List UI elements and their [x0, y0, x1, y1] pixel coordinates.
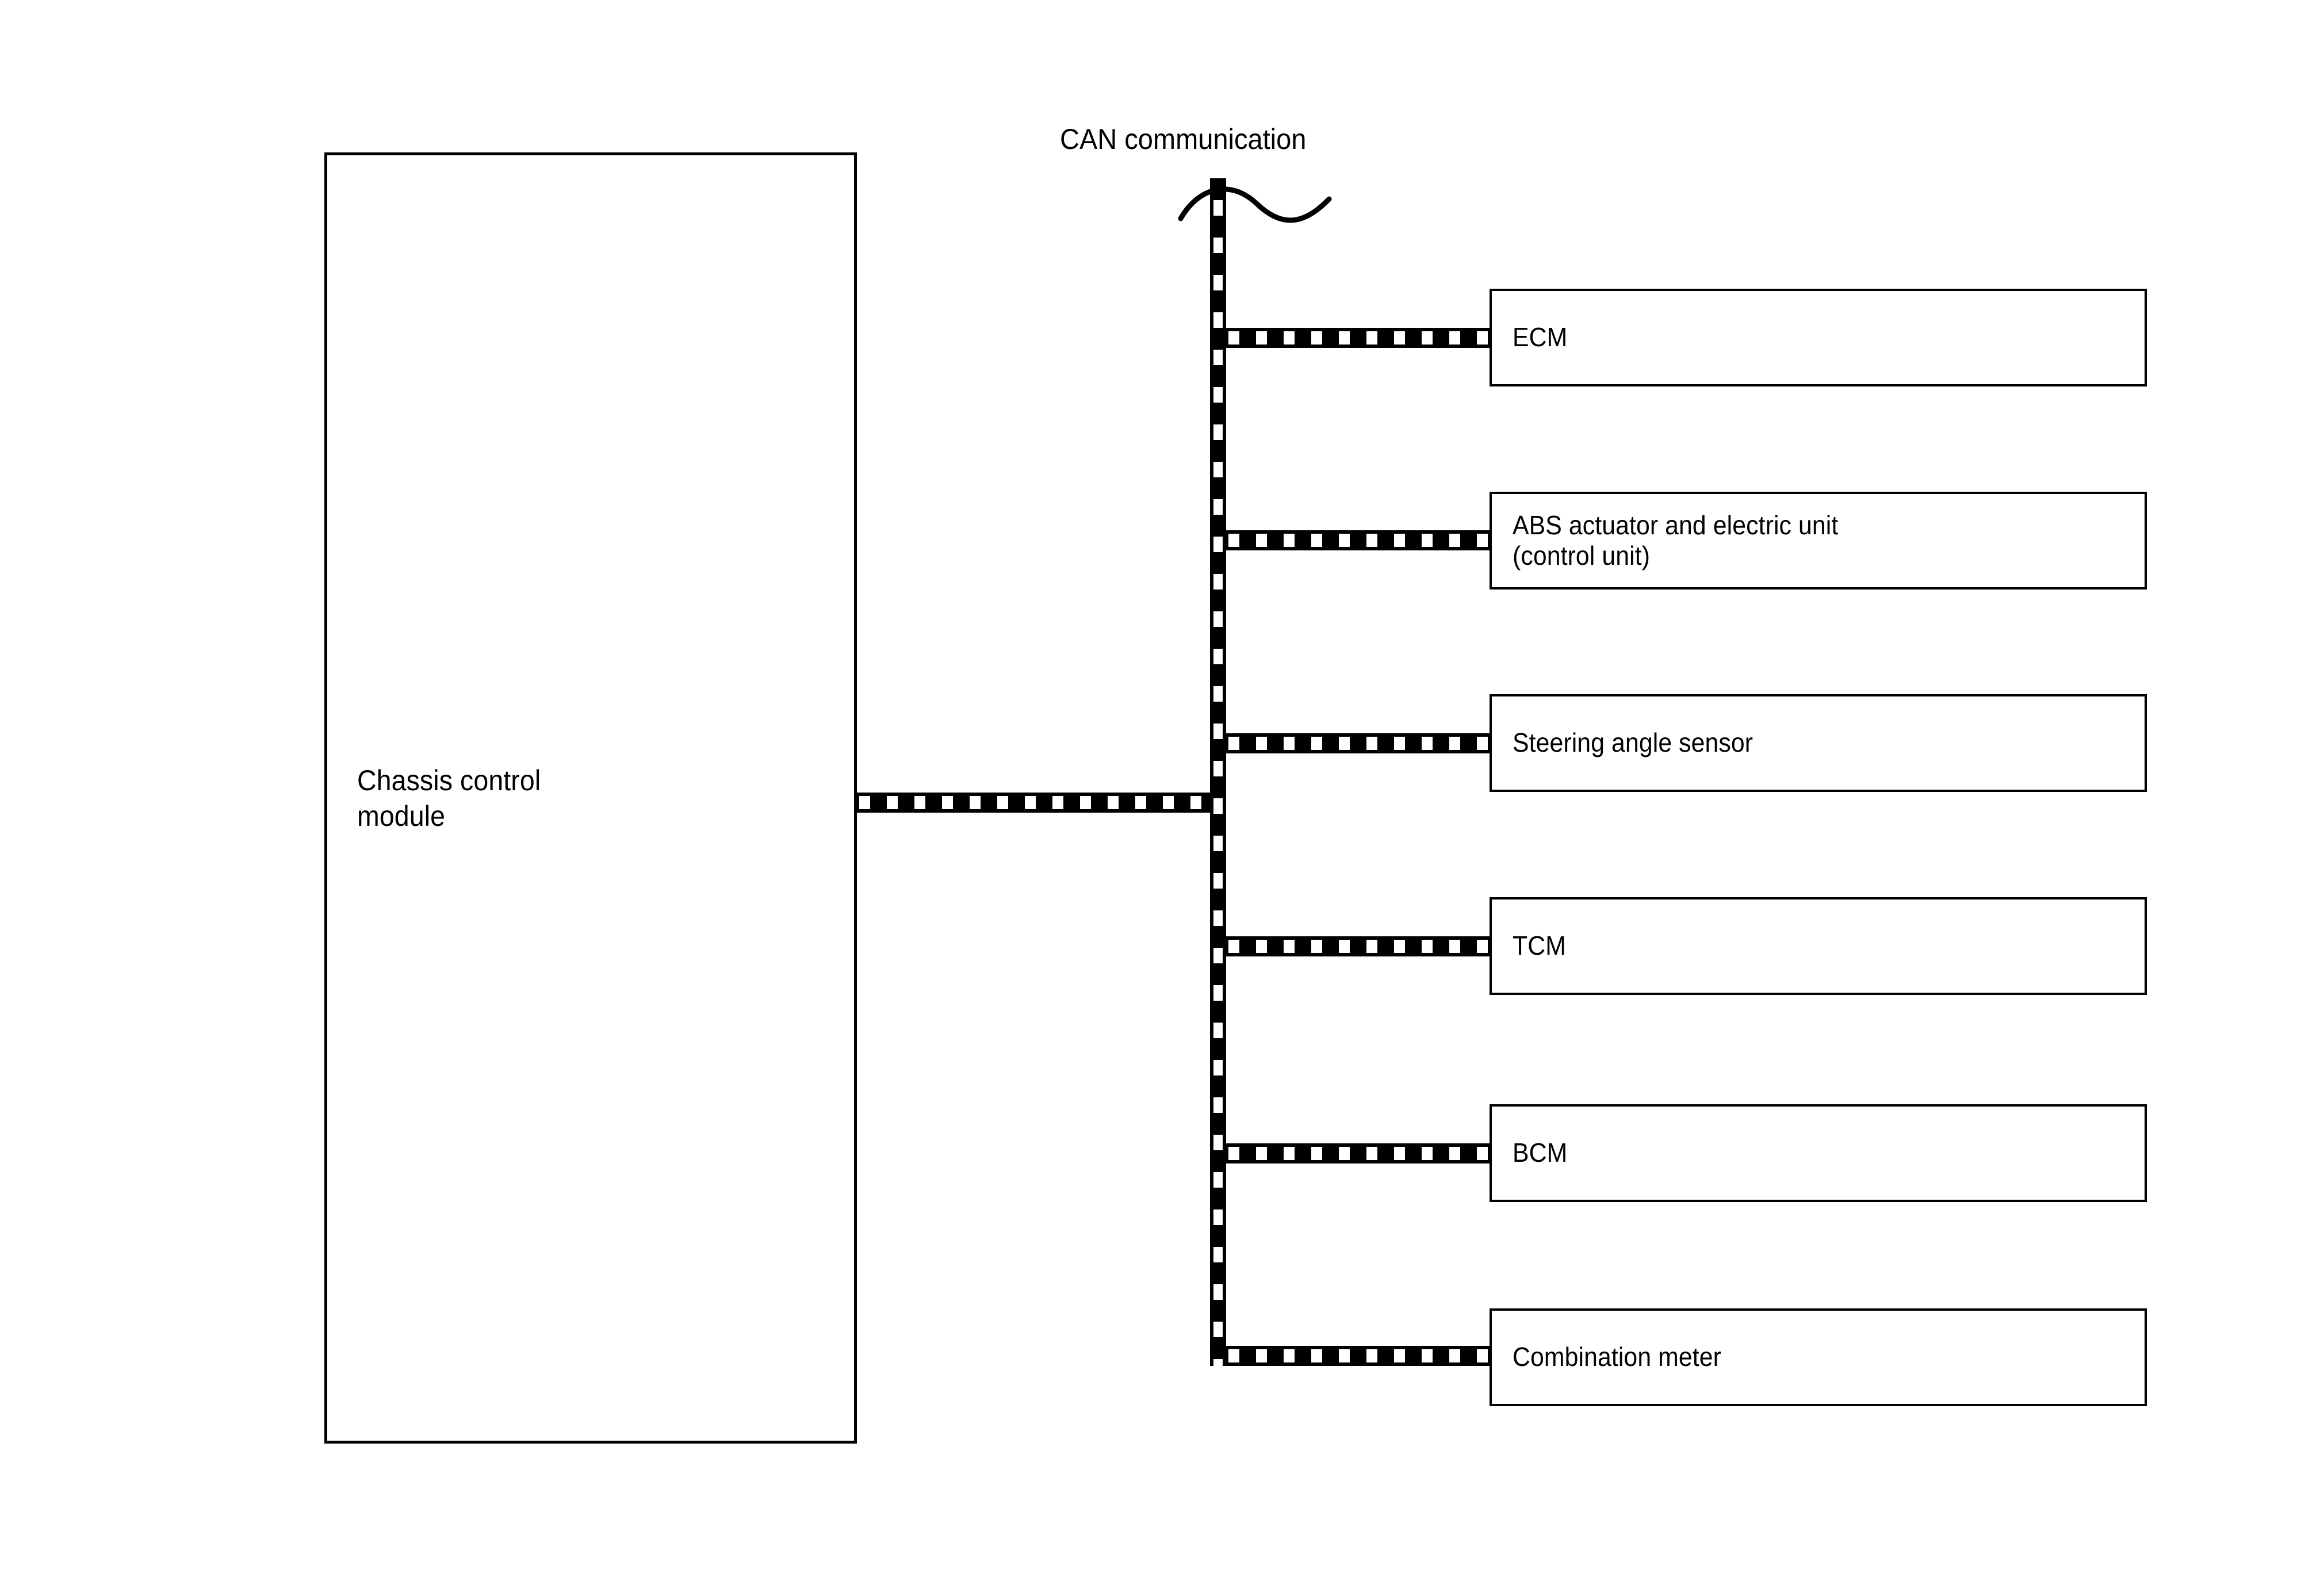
can-bus-trunk	[1210, 178, 1226, 1366]
steering-angle-sensor-label: Steering angle sensor	[1513, 728, 1753, 758]
tcm-box: TCM	[1490, 897, 2147, 995]
can-communication-label: CAN communication	[1060, 123, 1307, 155]
ecm-box: ECM	[1490, 289, 2147, 386]
abs-actuator-box: ABS actuator and electric unit (control …	[1490, 492, 2147, 590]
chassis-control-module-label: Chassis control module	[357, 764, 541, 832]
abs-actuator-label: ABS actuator and electric unit (control …	[1513, 510, 1839, 571]
combination-meter-label: Combination meter	[1513, 1342, 1722, 1372]
tcm-label: TCM	[1513, 931, 1566, 961]
ecm-label: ECM	[1513, 322, 1568, 353]
wavy-leader-line-icon	[1178, 186, 1332, 223]
can-bus-stub-steering-angle	[1224, 733, 1492, 753]
can-bus-stub-combination-meter	[1224, 1346, 1492, 1366]
can-bus-stub-bcm	[1224, 1143, 1492, 1163]
steering-angle-sensor-box: Steering angle sensor	[1490, 694, 2147, 792]
can-bus-stub-ecm	[1224, 328, 1492, 348]
can-bus-spur-chassis	[855, 793, 1212, 813]
bcm-box: BCM	[1490, 1104, 2147, 1202]
bcm-label: BCM	[1513, 1138, 1568, 1168]
can-bus-stub-abs-actuator	[1224, 530, 1492, 550]
chassis-control-module-box: Chassis control module	[324, 152, 857, 1444]
can-bus-stub-tcm	[1224, 936, 1492, 956]
combination-meter-box: Combination meter	[1490, 1308, 2147, 1406]
